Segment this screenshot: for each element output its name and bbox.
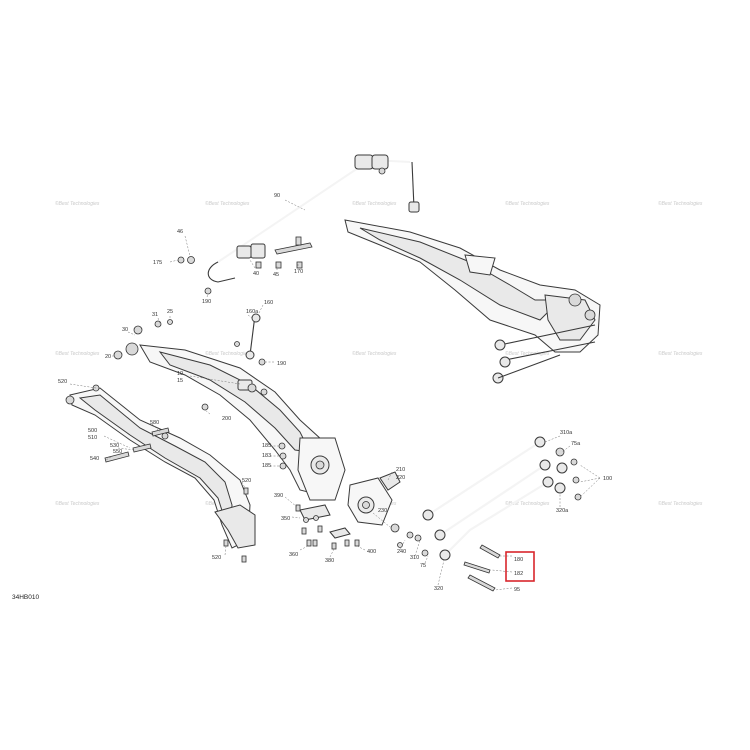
callout-label: 75 (420, 563, 426, 569)
callout-label: 185 (262, 463, 271, 469)
callout-label: 380 (325, 558, 334, 564)
watermark: ©Best Technologies (505, 350, 550, 357)
callout-label: 240 (397, 549, 406, 555)
callout-label: 90 (274, 193, 280, 199)
watermark: ©Best Technologies (205, 200, 250, 207)
trailing-arm-exploded (113, 313, 346, 501)
callout-labels: 90 46 175 40 45 170 190 160 160a 31 25 3… (58, 193, 612, 593)
callout-label: 520 (58, 379, 67, 385)
diagram-reference-code: 34HB010 (12, 594, 39, 601)
callout-label: 180 (514, 557, 523, 563)
callout-label: 220 (396, 475, 405, 481)
callout-label: 95 (514, 587, 520, 593)
callout-label: 580 (150, 420, 159, 426)
watermark: ©Best Technologies (505, 200, 550, 207)
callout-label: 185 (262, 443, 271, 449)
callout-label: 170 (294, 269, 303, 275)
callout-label: 540 (90, 456, 99, 462)
knuckle (347, 471, 414, 548)
callout-label: 230 (378, 508, 387, 514)
callout-label: 45 (273, 272, 279, 278)
watermark: ©Best Technologies (55, 500, 100, 507)
watermark: ©Best Technologies (658, 350, 703, 357)
callout-label: 310 (410, 555, 419, 561)
callout-label: 46 (177, 229, 183, 235)
callout-label: 320a (556, 508, 569, 514)
callout-label: 210 (396, 467, 405, 473)
watermark: ©Best Technologies (658, 200, 703, 207)
callout-label: 75a (571, 441, 581, 447)
trailing-arm-assembled (344, 219, 601, 384)
watermark: ©Best Technologies (55, 200, 100, 207)
watermark: ©Best Technologies (505, 500, 550, 507)
callout-label: 390 (274, 493, 283, 499)
callout-label: 40 (253, 271, 259, 277)
callout-label: 31 (152, 312, 158, 318)
callout-label: 530 (110, 443, 119, 449)
callout-label: 160 (264, 300, 273, 306)
watermark: ©Best Technologies (658, 500, 703, 507)
callout-label: 400 (367, 549, 376, 555)
leader-lines (69, 199, 601, 591)
callout-label: 320 (434, 586, 443, 592)
callout-label: 360 (289, 552, 298, 558)
callout-label: 30 (122, 327, 128, 333)
callout-label: 175 (153, 260, 162, 266)
callout-label: 520 (242, 478, 251, 484)
watermark: ©Best Technologies (352, 350, 397, 357)
callout-label: 20 (105, 354, 111, 360)
callout-label: 520 (212, 555, 221, 561)
watermark: ©Best Technologies (205, 350, 250, 357)
callout-label: 183 (262, 453, 271, 459)
watermark: ©Best Technologies (352, 200, 397, 207)
callout-label: 160a (246, 309, 259, 315)
callout-label: 10 (177, 371, 183, 377)
callout-label: 25 (167, 309, 173, 315)
callout-label: 200 (222, 416, 231, 422)
callout-label: 15 (177, 378, 183, 384)
watermark: ©Best Technologies (55, 350, 100, 357)
callout-label: 510 (88, 435, 97, 441)
hardware-cluster (295, 504, 360, 550)
callout-label: 190 (202, 299, 211, 305)
camber-links (414, 436, 582, 592)
callout-label: 182 (514, 571, 523, 577)
lower-link (65, 384, 256, 563)
callout-label: 550 (113, 449, 122, 455)
sway-bar (177, 154, 420, 295)
highlight-box (505, 551, 535, 582)
callout-label: 100 (603, 476, 612, 482)
callout-label: 310a (560, 430, 573, 436)
callout-label: 190 (277, 361, 286, 367)
callout-label: 500 (88, 428, 97, 434)
callout-label: 350 (281, 516, 290, 522)
